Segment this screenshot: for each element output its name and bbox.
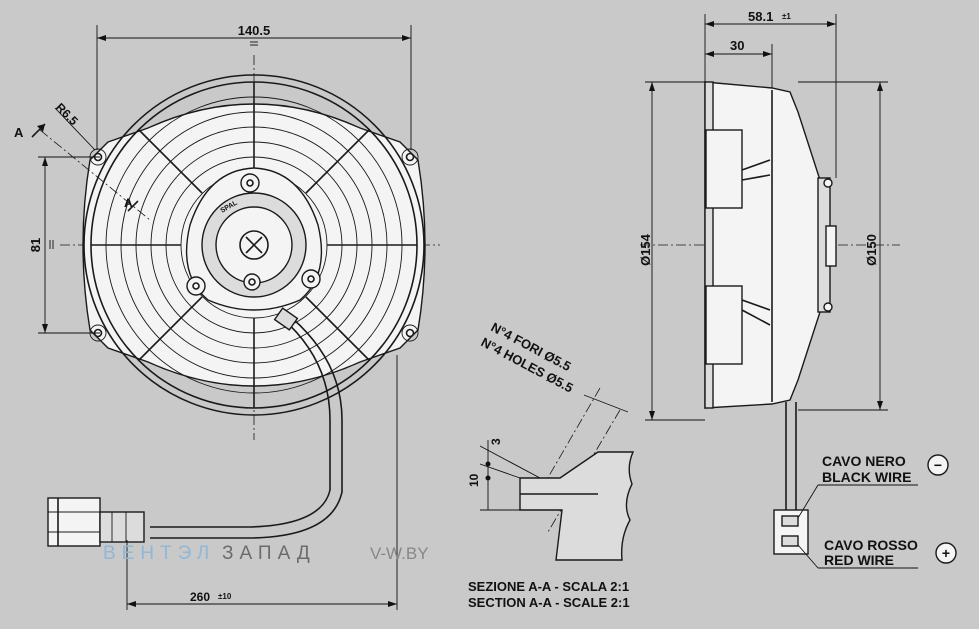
dimension-diameter-outer: Ø154 (638, 81, 705, 421)
motor-hub: SPAL (185, 167, 323, 311)
dimension-holes-spacing: 81 (28, 156, 100, 334)
mounting-hole (401, 148, 419, 166)
dim-depth-tol: ±1 (782, 12, 791, 21)
front-view: SPAL 140.5 (14, 23, 440, 610)
dimension-width: 140.5 (96, 23, 412, 150)
watermark-part1: ВЕНТЭЛ (103, 543, 215, 564)
dim-partial-label: 30 (730, 38, 744, 53)
side-view: 58.1 ±1 30 Ø154 Ø150 (638, 9, 957, 569)
dim-outer-label: Ø154 (638, 233, 653, 266)
side-connector (773, 402, 809, 555)
dim-depth-label: 58.1 (748, 9, 773, 24)
section-mark-a2: A (124, 196, 133, 210)
dim-cable-label: 260 (190, 590, 210, 604)
section-mark-a1: A (14, 125, 24, 140)
dim-cable-tol: ±10 (218, 592, 232, 601)
watermark-part2: ЗАПАД (222, 543, 316, 564)
dim-flange-label: 3 (489, 438, 503, 445)
mounting-hole (401, 324, 419, 342)
black-wire-label-it: CAVO NERO (822, 453, 906, 469)
watermark: ВЕНТЭЛ ЗАПАД V-W.BY (103, 543, 429, 564)
dimension-diameter-inner: Ø150 (798, 81, 888, 411)
section-profile (519, 451, 635, 561)
watermark-site: V-W.BY (370, 544, 429, 563)
section-caption-en: SECTION A-A - SCALE 2:1 (468, 595, 630, 610)
section-caption-it: SEZIONE A-A - SCALA 2:1 (468, 579, 629, 594)
dim-radius-label: R6.5 (53, 100, 81, 128)
cable (150, 307, 343, 539)
red-wire-label-it: CAVO ROSSO (824, 537, 918, 553)
minus-icon: − (934, 457, 942, 473)
dim-inner-label: Ø150 (864, 234, 879, 266)
plus-icon: + (942, 545, 950, 561)
connector (47, 497, 145, 547)
black-wire-callout: CAVO NERO BLACK WIRE − (797, 453, 949, 519)
section-marker: A A (14, 123, 151, 221)
dim-height-label: 10 (467, 473, 481, 487)
dimension-cable-length: 260 ±10 (126, 355, 398, 610)
red-wire-callout: CAVO ROSSO RED WIRE + (797, 537, 957, 569)
section-view: N°4 FORI Ø5.5 N°4 HOLES Ø5.5 3 10 SEZION… (467, 319, 635, 610)
red-wire-label-en: RED WIRE (824, 552, 894, 568)
dim-width-label: 140.5 (238, 23, 271, 38)
dimension-flange: 3 10 (467, 438, 541, 511)
dimension-depth-total: 58.1 ±1 (704, 9, 837, 178)
black-wire-label-en: BLACK WIRE (822, 469, 911, 485)
dim-spacing-label: 81 (28, 238, 43, 252)
dimension-radius: R6.5 (53, 100, 96, 151)
dimension-depth-partial: 30 (705, 38, 773, 88)
